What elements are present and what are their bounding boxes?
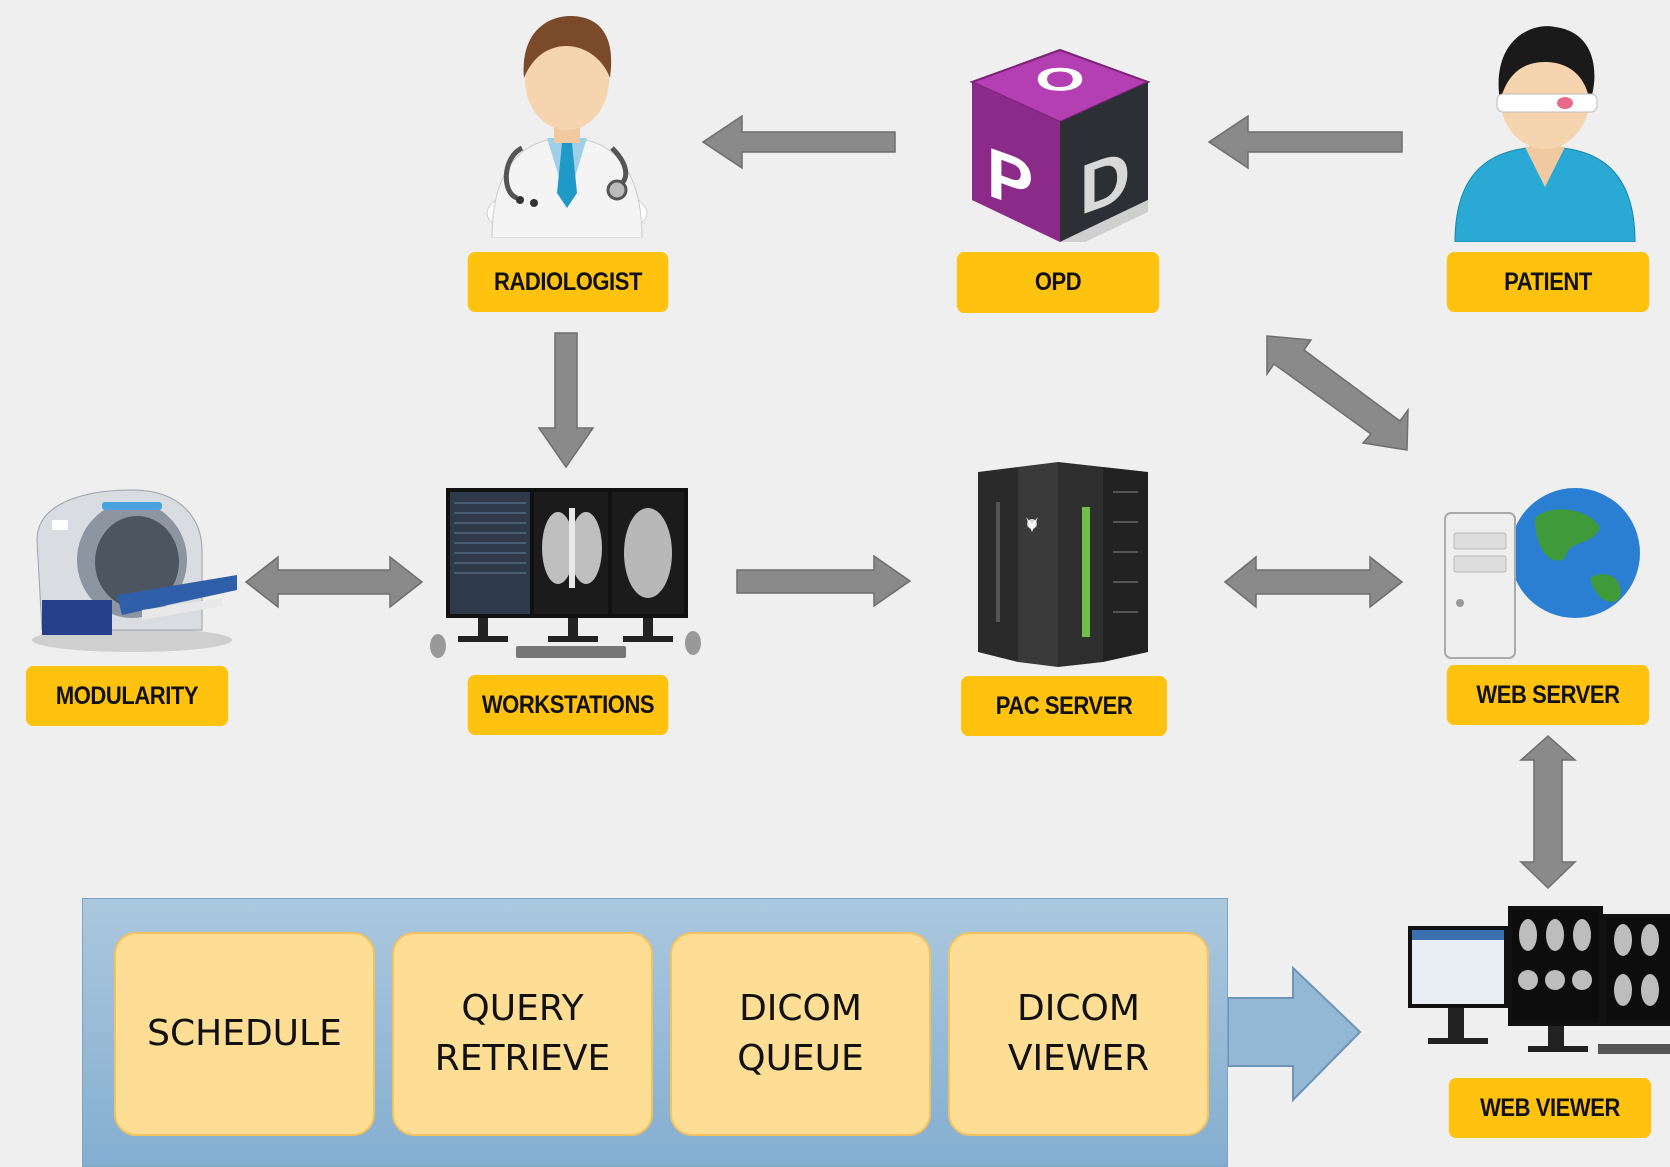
module-schedule: SCHEDULE bbox=[114, 932, 375, 1136]
label-radiologist: RADIOLOGIST bbox=[467, 252, 669, 312]
arrow-modules-to-webviewer bbox=[1227, 965, 1362, 1103]
module-dicom-queue: DICOM QUEUE bbox=[670, 932, 931, 1136]
label-workstations: WORKSTATIONS bbox=[467, 675, 669, 735]
web-viewer-monitors-icon bbox=[1408, 906, 1670, 1054]
label-modularity: MODULARITY bbox=[25, 666, 229, 726]
web-server-globe-icon bbox=[1444, 488, 1640, 659]
ct-scanner-icon bbox=[32, 489, 237, 652]
module-query-retrieve: QUERY RETRIEVE bbox=[392, 932, 653, 1136]
arrow-workstations-to-pac bbox=[736, 554, 912, 608]
patient-icon bbox=[1454, 26, 1636, 242]
arrow-opd-to-radiologist bbox=[701, 114, 896, 170]
arrow-radiologist-to-workstations bbox=[537, 332, 595, 469]
arrow-modularity-workstations bbox=[244, 555, 424, 609]
label-opd: OPD bbox=[956, 252, 1160, 313]
workstation-monitors-icon bbox=[430, 488, 701, 658]
opd-letter-o: O bbox=[1035, 61, 1085, 97]
arrow-pac-webserver bbox=[1223, 555, 1404, 609]
doctor-icon bbox=[486, 16, 648, 238]
label-web-viewer: WEB VIEWER bbox=[1448, 1078, 1652, 1138]
arrow-opd-webserver bbox=[1266, 335, 1409, 451]
label-pac-server: PAC SERVER bbox=[961, 676, 1167, 736]
arrow-webserver-webviewer bbox=[1519, 734, 1577, 890]
server-rack-icon bbox=[978, 462, 1148, 667]
arrow-patient-to-opd bbox=[1207, 114, 1403, 170]
label-patient: PATIENT bbox=[1446, 252, 1650, 312]
module-dicom-viewer: DICOM VIEWER bbox=[948, 932, 1209, 1136]
opd-letter-d: D bbox=[1080, 135, 1131, 231]
opd-cube-icon: O P D bbox=[969, 48, 1151, 242]
opd-letter-p: P bbox=[987, 133, 1034, 227]
label-web-server: WEB SERVER bbox=[1446, 665, 1650, 725]
